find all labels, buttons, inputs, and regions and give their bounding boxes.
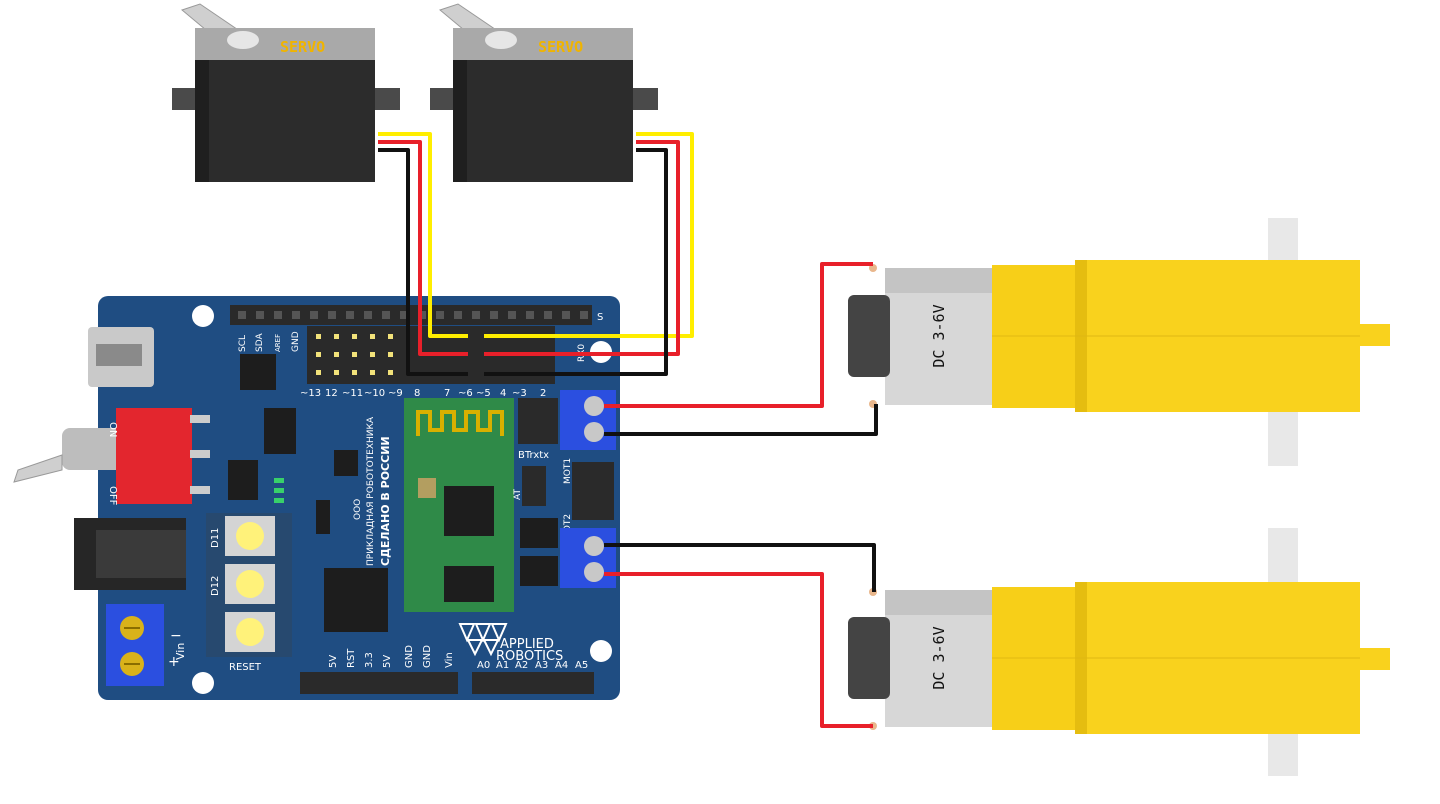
label-mot2: MOT2 xyxy=(563,514,573,540)
power-pin-header xyxy=(300,672,458,694)
servo-2-label: SERVO xyxy=(538,38,583,56)
pwr-gnd-b: GND xyxy=(422,645,433,668)
button-d11[interactable] xyxy=(225,516,275,556)
label-d11: D11 xyxy=(210,528,221,548)
pin-4: 4 xyxy=(500,388,506,399)
motor-1-terminal[interactable] xyxy=(560,390,616,450)
switch-on-label: ON xyxy=(107,422,118,437)
dc-motor-2: DC 3-6V xyxy=(848,528,1390,776)
analog-pin-header xyxy=(472,672,594,694)
bluetooth-module xyxy=(404,398,514,612)
label-aref: AREF xyxy=(274,334,282,352)
servo-2-wires xyxy=(484,132,694,376)
vin-plus-label: + xyxy=(168,654,180,670)
vin-minus-label: − xyxy=(170,628,182,644)
servo-2-signal-wire xyxy=(484,132,694,338)
controller-board: S RX0 ~13 12 ~11 ~10 ~9 8 7 ~6 ~5 4 ~3 2… xyxy=(13,296,620,700)
brand-line-1: APPLIED xyxy=(500,637,554,652)
label-scl: SCL xyxy=(238,335,248,352)
top-pin-header xyxy=(230,305,592,325)
motor-1-red-wire xyxy=(604,262,873,408)
pin-10: ~10 xyxy=(364,388,385,399)
motor-2-red-wire xyxy=(604,572,873,728)
pin-7: 7 xyxy=(444,388,450,399)
dc-motor-1: DC 3-6V xyxy=(848,218,1390,466)
vertical-text-ooo: ООО xyxy=(353,499,363,520)
label-btrxtx: BTrxtx xyxy=(518,450,549,461)
label-d12: D12 xyxy=(210,576,221,596)
applied-robotics-logo: APPLIED ROBOTICS xyxy=(458,623,563,664)
servo-1-label: SERVO xyxy=(280,38,325,56)
label-s: S xyxy=(597,312,603,323)
motor-1-black-wire xyxy=(604,404,878,436)
pwr-5v-b: 5V xyxy=(382,655,393,668)
motor-2-black-wire xyxy=(604,543,876,592)
servo-1-power-wire xyxy=(378,140,468,356)
label-sda: SDA xyxy=(255,333,265,352)
analog-a1: A1 xyxy=(496,660,509,671)
pwr-3v3: 3.3 xyxy=(364,652,375,668)
label-reset: RESET xyxy=(229,662,262,673)
pwr-5v-a: 5V xyxy=(328,655,339,668)
analog-a4: A4 xyxy=(555,660,568,671)
power-switch[interactable] xyxy=(13,408,210,504)
mcu-chip xyxy=(324,568,388,632)
switch-off-label: OFF xyxy=(107,486,118,506)
servo-1-signal-wire xyxy=(378,132,468,338)
pwr-gnd-a: GND xyxy=(404,645,415,668)
motor-1-wires xyxy=(604,262,878,436)
servo-2-power-wire xyxy=(484,140,680,356)
pwr-vin: Vin xyxy=(444,652,455,668)
analog-a3: A3 xyxy=(535,660,548,671)
analog-a5: A5 xyxy=(575,660,588,671)
servo-2-ground-wire xyxy=(484,148,668,376)
motor-2-wires xyxy=(604,543,876,728)
pin-12: 12 xyxy=(325,388,338,399)
pin-5: ~5 xyxy=(476,388,491,399)
analog-a2: A2 xyxy=(515,660,528,671)
button-reset[interactable] xyxy=(225,612,275,652)
pwr-rst: RST xyxy=(346,648,357,668)
servo-2: SERVO xyxy=(430,3,658,182)
motor-1-label: DC 3-6V xyxy=(930,304,948,367)
servo-1-ground-wire xyxy=(378,148,468,376)
button-d12[interactable] xyxy=(225,564,275,604)
pin-9: ~9 xyxy=(388,388,403,399)
vin-terminal[interactable] xyxy=(106,604,164,686)
pin-3: ~3 xyxy=(512,388,527,399)
vertical-text-company: ПРИКЛАДНАЯ РОБОТОТЕХНИКА xyxy=(366,416,376,566)
pin-13: ~13 xyxy=(300,388,321,399)
label-gnd-top: GND xyxy=(291,331,301,352)
analog-a0: A0 xyxy=(477,660,490,671)
vertical-text-made-in: СДЕЛАНО В РОССИИ xyxy=(379,436,392,566)
servo-1: SERVO xyxy=(172,3,400,182)
label-at: AT xyxy=(513,489,523,500)
vin-label: Vin xyxy=(174,643,187,660)
pin-6: ~6 xyxy=(458,388,473,399)
label-mot1: MOT1 xyxy=(563,458,573,484)
pin-8: 8 xyxy=(414,388,420,399)
pin-11: ~11 xyxy=(342,388,363,399)
motor-2-terminal[interactable] xyxy=(560,528,616,588)
servo-1-wires xyxy=(378,132,468,376)
pin-2: 2 xyxy=(540,388,546,399)
brand-line-2: ROBOTICS xyxy=(496,649,563,664)
motor-2-label: DC 3-6V xyxy=(930,626,948,689)
